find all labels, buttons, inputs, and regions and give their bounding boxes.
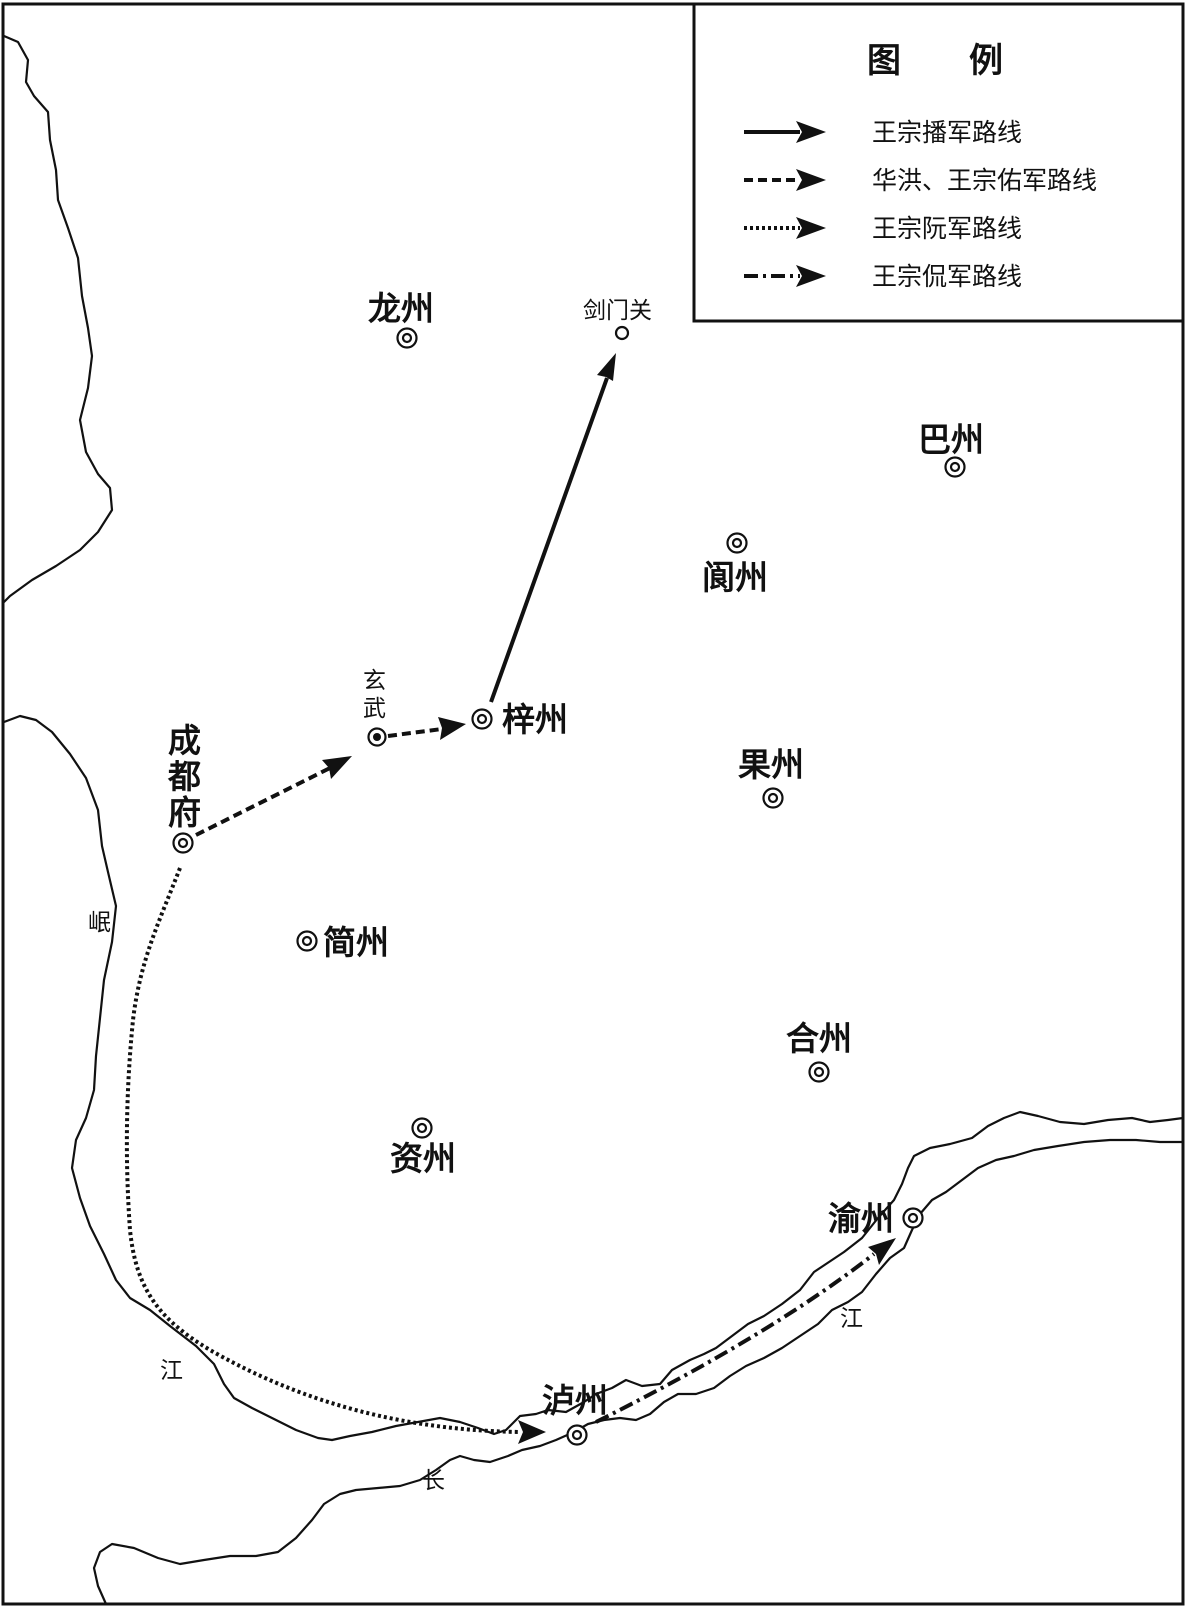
double-circle-icon (411, 1117, 433, 1139)
place-label-hezhou: 合州 (786, 1019, 852, 1058)
river-label-chang-jiang: 江 (840, 1306, 863, 1332)
place-label-guozhou: 果州 (738, 745, 804, 784)
place-label-bazhou: 巴州 (918, 420, 984, 459)
min-river (2, 714, 334, 1442)
small-circle-icon (614, 325, 630, 341)
legend-item-solid: 王宗播军路线 (744, 118, 1022, 147)
arrowhead-icon (796, 217, 826, 239)
double-circle-icon (172, 832, 194, 854)
route-wang-zongbo (489, 353, 616, 703)
legend-title: 图 例 (867, 41, 1003, 81)
legend-item-dashed: 华洪、王宗佑军路线 (744, 166, 1097, 195)
yangtze-river-south-bank (92, 1138, 1185, 1606)
double-circle-icon (808, 1061, 830, 1083)
route-wang-zongkan (595, 1238, 896, 1424)
river-label-min: 岷 (88, 910, 111, 936)
place-label-zizhou: 梓州 (502, 700, 568, 739)
legend-label-dotted: 王宗阮军路线 (872, 214, 1022, 243)
place-label-xuanwu-1: 玄 (363, 668, 386, 694)
arrowhead-icon (322, 756, 352, 779)
river-label-min-jiang: 江 (160, 1358, 183, 1384)
place-label-chengdu-3: 府 (168, 793, 201, 832)
double-circle-icon (296, 930, 318, 952)
legend: 图 例 王宗播军路线 华洪、王宗佑军路线 王宗阮军路线 王宗侃军路线 (692, 2, 1185, 323)
double-circle-icon (762, 787, 784, 809)
double-circle-icon (902, 1207, 924, 1229)
double-circle-icon (566, 1424, 588, 1446)
double-circle-icon (944, 456, 966, 478)
place-label-jianzhou: 简州 (323, 923, 389, 962)
legend-label-dashdot: 王宗侃军路线 (872, 262, 1022, 291)
place-label-luzhou: 泸州 (542, 1381, 608, 1420)
place-label-langzhou: 阆州 (702, 558, 768, 597)
route-wang-zongruan (124, 867, 546, 1444)
place-label-zizhou2: 资州 (390, 1139, 456, 1178)
dot-circle-icon (367, 727, 387, 747)
arrowhead-icon (796, 169, 826, 191)
arrowhead-icon (597, 353, 616, 381)
arrowhead-icon (868, 1238, 896, 1265)
route-hua-hong-wang-zongyou (195, 717, 466, 837)
place-label-chengdu-2: 都 (167, 757, 201, 796)
arrowhead-icon (518, 1420, 546, 1444)
legend-item-dashdot: 王宗侃军路线 (744, 262, 1022, 291)
legend-label-solid: 王宗播军路线 (872, 118, 1022, 147)
place-label-longzhou: 龙州 (368, 289, 434, 328)
arrowhead-icon (796, 121, 826, 143)
place-label-yuzhou: 渝州 (828, 1199, 894, 1238)
west-boundary-line (2, 34, 114, 604)
double-circle-icon (396, 327, 418, 349)
legend-item-dotted: 王宗阮军路线 (744, 214, 1022, 243)
place-label-jianmenguan: 剑门关 (583, 298, 652, 324)
double-circle-icon (726, 532, 748, 554)
place-label-chengdu-1: 成 (168, 721, 201, 760)
legend-box (692, 2, 1185, 323)
legend-label-dashed: 华洪、王宗佑军路线 (872, 166, 1097, 195)
arrowhead-icon (796, 265, 826, 287)
double-circle-icon (471, 708, 493, 730)
arrowhead-icon (438, 717, 466, 740)
place-label-xuanwu-2: 武 (363, 696, 386, 722)
river-label-chang: 长 (422, 1468, 445, 1494)
yangtze-river-north-bank (330, 1110, 1185, 1442)
